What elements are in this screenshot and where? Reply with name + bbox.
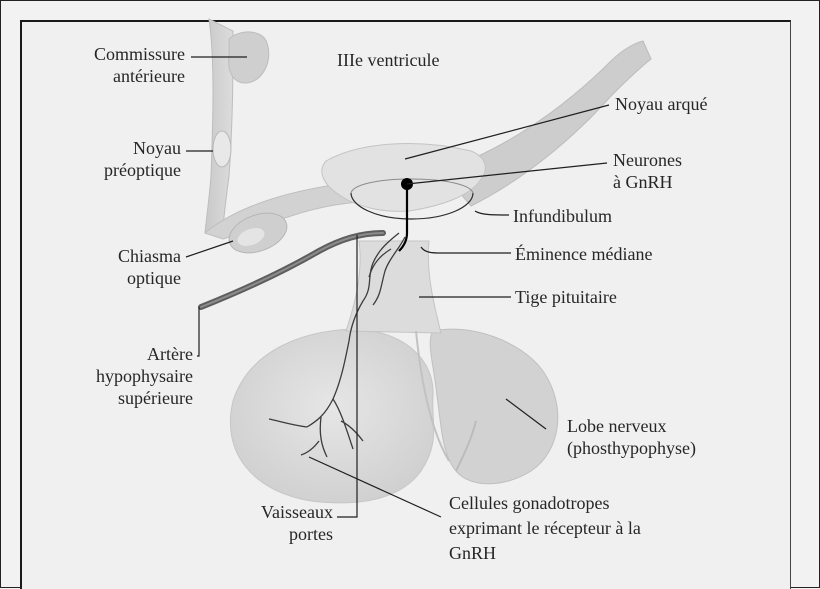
label-tige-pituitaire: Tige pituitaire xyxy=(515,286,617,308)
label-vaisseaux-portes: Vaisseaux portes xyxy=(181,501,333,545)
label-line: Noyau xyxy=(23,137,181,159)
label-infundibulum: Infundibulum xyxy=(513,205,612,227)
preoptic-nucleus-shape xyxy=(213,131,231,167)
label-chiasma-optique: Chiasma optique xyxy=(23,245,181,289)
label-line: Neurones xyxy=(613,149,682,171)
label-line: Cellules gonadotropes xyxy=(449,491,641,516)
label-line: Chiasma xyxy=(23,245,181,267)
label-line: exprimant le récepteur à la xyxy=(449,516,641,541)
pituitary-gland xyxy=(230,241,557,503)
label-artere-hypophysaire: Artère hypophysaire supérieure xyxy=(23,343,193,409)
label-cellules-gonadotropes: Cellules gonadotropes exprimant le récep… xyxy=(449,491,641,566)
label-line: optique xyxy=(23,267,181,289)
label-line: antérieure xyxy=(23,65,185,87)
label-line: GnRH xyxy=(449,541,641,566)
label-commissure-anterieure: Commissure antérieure xyxy=(23,43,185,87)
label-line: supérieure xyxy=(23,387,193,409)
label-line: Lobe nerveux xyxy=(567,415,696,437)
label-iiie-ventricule: IIIe ventricule xyxy=(337,49,439,71)
label-line: préoptique xyxy=(23,159,181,181)
anterior-lobe xyxy=(230,329,433,503)
label-noyau-arque: Noyau arqué xyxy=(615,93,707,115)
label-line: Artère xyxy=(23,343,193,365)
label-neurones-gnrh: Neurones à GnRH xyxy=(613,149,682,193)
label-noyau-preoptique: Noyau préoptique xyxy=(23,137,181,181)
label-line: portes xyxy=(181,523,333,545)
label-line: hypophysaire xyxy=(23,365,193,387)
label-eminence-mediane: Éminence médiane xyxy=(515,243,652,265)
label-line: Commissure xyxy=(23,43,185,65)
label-line: Vaisseaux xyxy=(181,501,333,523)
label-lobe-nerveux: Lobe nerveux (phosthypophyse) xyxy=(567,415,696,459)
label-line: (phosthypophyse) xyxy=(567,437,696,459)
label-line: à GnRH xyxy=(613,171,682,193)
